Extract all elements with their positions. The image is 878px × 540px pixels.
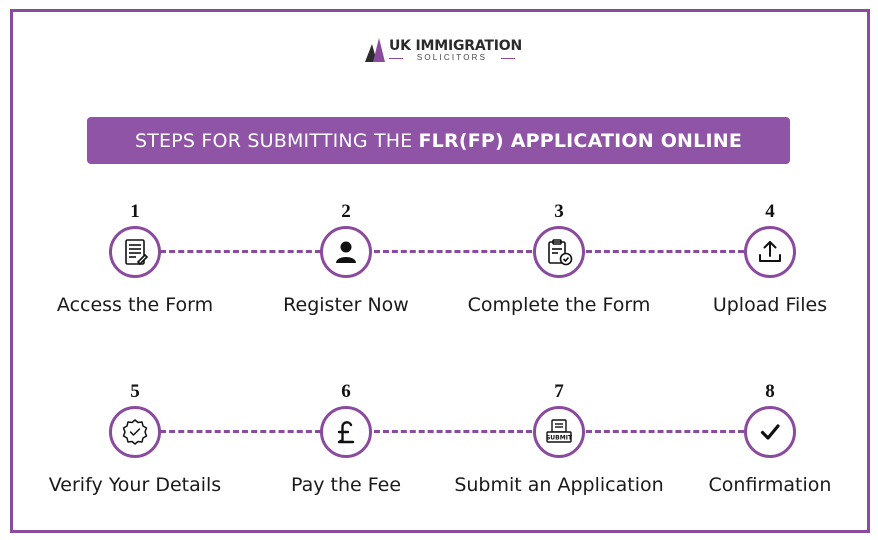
connector-7-8 <box>586 430 744 433</box>
pound-icon <box>337 421 355 444</box>
banner-prefix: STEPS FOR SUBMITTING THE <box>134 129 413 152</box>
step-number: 5 <box>130 381 140 402</box>
step-5: 5 Verify Your Details <box>20 381 250 496</box>
outer-frame <box>10 9 870 533</box>
clipboard-check-icon <box>548 239 573 266</box>
step-number: 2 <box>341 201 351 222</box>
step-number: 6 <box>341 381 351 402</box>
verified-badge-icon <box>122 419 148 445</box>
step-icon-circle <box>320 406 372 458</box>
step-6: 6 Pay the Fee <box>231 381 461 496</box>
logo-brand-text: UK IMMIGRATION <box>389 38 522 54</box>
step-label: Register Now <box>283 294 409 316</box>
connector-1-2 <box>160 250 321 253</box>
step-number: 8 <box>765 381 775 402</box>
step-label: Access the Form <box>56 294 214 316</box>
banner-bold: FLR(FP) APPLICATION ONLINE <box>418 129 743 152</box>
connector-5-6 <box>160 430 321 433</box>
step-number: 3 <box>554 201 564 222</box>
step-icon-circle <box>744 406 796 458</box>
step-3: 3 Complete the Form <box>444 201 674 316</box>
form-icon <box>125 239 149 266</box>
step-icon-circle <box>533 226 585 278</box>
submit-icon: SUBMIT <box>546 419 573 443</box>
title-banner: STEPS FOR SUBMITTING THE FLR(FP) APPLICA… <box>87 117 790 164</box>
step-label: Confirmation <box>708 474 832 496</box>
connector-2-3 <box>374 250 532 253</box>
connector-3-4 <box>586 250 744 253</box>
step-label: Upload Files <box>712 294 828 316</box>
step-2: 2 Register Now <box>231 201 461 316</box>
user-icon <box>336 241 356 263</box>
logo-rule-right <box>501 58 515 59</box>
step-label: Pay the Fee <box>290 474 402 496</box>
step-label: Submit an Application <box>454 474 664 496</box>
logo-sub-text: SOLICITORS <box>416 53 488 62</box>
step-icon-circle <box>109 226 161 278</box>
step-icon-circle <box>320 226 372 278</box>
step-number: 7 <box>554 381 564 402</box>
svg-text:SUBMIT: SUBMIT <box>546 435 573 442</box>
logo-rule-left <box>389 58 403 59</box>
step-7: 7 SUBMIT Submit an Application <box>444 381 674 496</box>
step-label: Verify Your Details <box>48 474 222 496</box>
step-icon-circle <box>109 406 161 458</box>
step-icon-circle <box>744 226 796 278</box>
connector-6-7 <box>374 430 532 433</box>
step-8: 8 Confirmation <box>655 381 878 496</box>
step-4: 4 Upload Files <box>655 201 878 316</box>
step-number: 1 <box>130 201 140 222</box>
step-icon-circle: SUBMIT <box>533 406 585 458</box>
logo: UK IMMIGRATION SOLICITORS <box>365 38 522 64</box>
logo-mark-icon <box>365 38 385 62</box>
step-1: 1 Access the Form <box>20 201 250 316</box>
step-label: Complete the Form <box>467 294 651 316</box>
upload-icon <box>759 241 781 262</box>
step-number: 4 <box>765 201 775 222</box>
checkmark-icon <box>760 424 780 440</box>
